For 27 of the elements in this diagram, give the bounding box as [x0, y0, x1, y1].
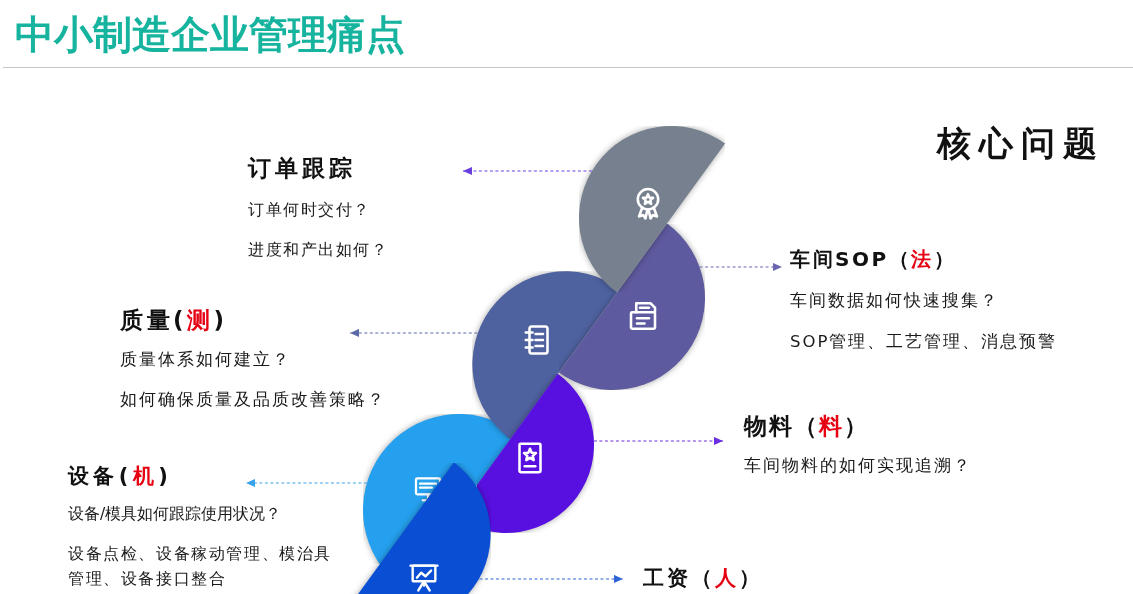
- heading-text: 质量(测): [120, 306, 228, 335]
- heading-text: 核心问题: [937, 123, 1105, 163]
- body-text: 订单何时交付？: [248, 199, 371, 221]
- dashed-arrow: [593, 436, 724, 446]
- semicircle: [559, 224, 705, 390]
- heading-text: 设备(机): [68, 463, 173, 490]
- heading-text: 物料（料）: [744, 412, 869, 441]
- body-text: 车间数据如何快速搜集？: [790, 290, 999, 312]
- semicircle: [579, 126, 725, 292]
- dashed-arrow: [245, 478, 368, 488]
- body-text: 设备点检、设备稼动管理、模治具管理、设备接口整合: [68, 542, 333, 590]
- heading-text: 车间SOP（法）: [790, 246, 957, 273]
- body-text: 质量体系如何建立？: [120, 349, 291, 371]
- body-text: 如何确保质量及品质改善策略？: [120, 389, 386, 411]
- body-text: 设备/模具如何跟踪使用状况？: [68, 504, 282, 525]
- dashed-arrow: [462, 166, 593, 176]
- dashed-arrow: [478, 574, 624, 584]
- heading-text: 工资（人）: [643, 565, 763, 592]
- body-text: 进度和产出如何？: [248, 239, 388, 261]
- semicircle: [472, 271, 617, 439]
- dashed-arrow: [699, 262, 783, 272]
- body-text: SOP管理、工艺管理、消息预警: [790, 331, 1058, 353]
- semicircle: [477, 374, 594, 533]
- title: 中小制造企业管理痛点: [15, 11, 405, 59]
- body-text: 车间物料的如何实现追溯？: [744, 455, 972, 477]
- dashed-arrow: [349, 328, 478, 338]
- heading-text: 订单跟踪: [248, 154, 356, 183]
